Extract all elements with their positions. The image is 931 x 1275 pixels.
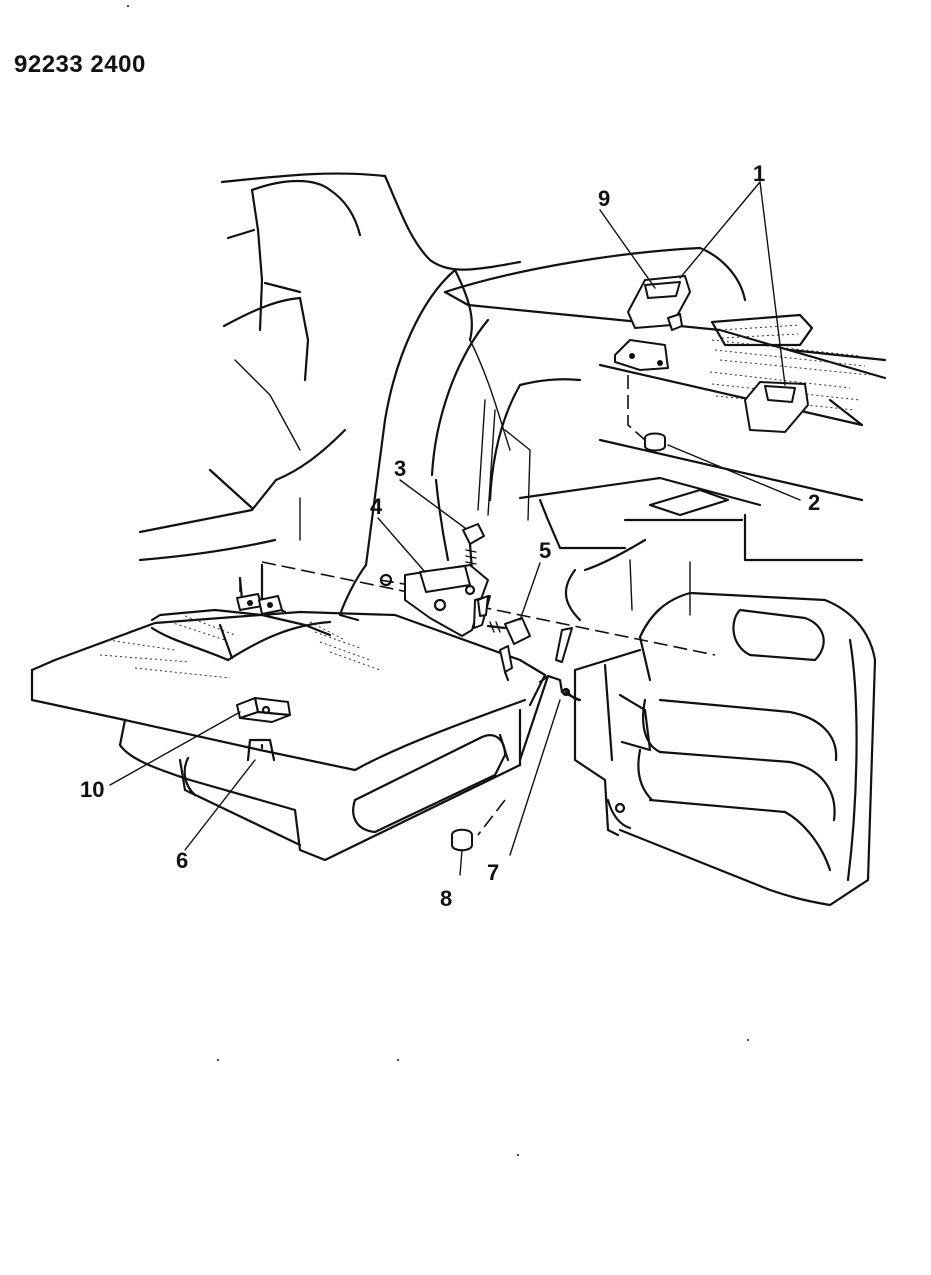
reference-number: 92233 2400 <box>14 51 146 78</box>
c-pillar-trim <box>338 268 582 622</box>
callout-3: 3 <box>394 456 406 481</box>
callout-10: 10 <box>80 777 104 802</box>
callout-1: 1 <box>753 161 765 186</box>
hex-bolt <box>486 617 531 645</box>
buckle-bracket-right <box>744 381 809 433</box>
callout-7: 7 <box>487 860 499 885</box>
buckle-bracket-left <box>614 275 691 371</box>
leader-lines <box>109 181 801 876</box>
push-nut <box>451 828 473 852</box>
seat-hinge-bracket <box>518 674 582 762</box>
rear-package-shelf <box>443 246 887 622</box>
callout-6: 6 <box>176 848 188 873</box>
left-quarter-panel <box>138 172 522 562</box>
belt-anchor-bracket <box>379 564 491 637</box>
foam-block <box>236 696 292 723</box>
callout-4: 4 <box>370 494 383 519</box>
scan-specks <box>127 5 749 1156</box>
callout-5: 5 <box>539 538 551 563</box>
callout-9: 9 <box>598 186 610 211</box>
retainer-pins <box>477 595 573 682</box>
anchor-bolt <box>462 523 485 572</box>
seat-back <box>573 591 877 907</box>
spring-clip <box>246 738 276 762</box>
callout-2: 2 <box>808 490 820 515</box>
seat-cushion <box>30 563 547 862</box>
callout-8: 8 <box>440 886 452 911</box>
callout-labels: 1 2 3 4 5 6 7 8 9 10 <box>80 161 820 911</box>
grommet <box>644 432 666 452</box>
